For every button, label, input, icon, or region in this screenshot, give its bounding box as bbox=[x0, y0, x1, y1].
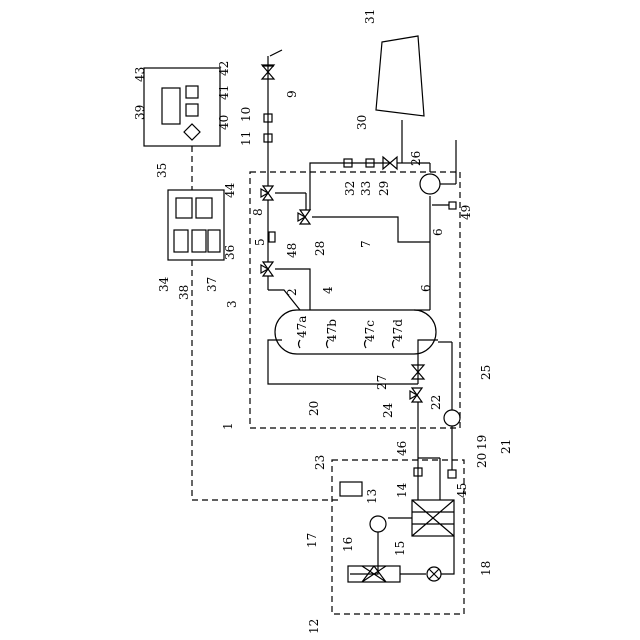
label-21: 21 bbox=[499, 439, 513, 454]
label-10: 10 bbox=[239, 107, 253, 122]
label-27: 27 bbox=[375, 375, 389, 390]
label-12: 12 bbox=[307, 619, 321, 634]
label-30: 30 bbox=[355, 115, 369, 130]
label-41: 41 bbox=[217, 85, 231, 100]
pipe-20 bbox=[268, 340, 418, 384]
label-46: 46 bbox=[395, 441, 409, 456]
label-5: 5 bbox=[253, 238, 267, 246]
label-2: 2 bbox=[285, 288, 299, 296]
label-13: 13 bbox=[365, 489, 379, 504]
label-47b: 47b bbox=[325, 319, 339, 342]
pump-26 bbox=[420, 174, 440, 194]
label-1: 1 bbox=[221, 422, 235, 430]
label-33: 33 bbox=[359, 181, 373, 196]
compressor-13 bbox=[370, 516, 386, 532]
sensor-47a bbox=[299, 340, 301, 348]
label-20b: 20 bbox=[475, 453, 489, 468]
label-6a: 6 bbox=[419, 284, 433, 292]
label-47d: 47d bbox=[391, 319, 405, 342]
label-38: 38 bbox=[177, 285, 191, 300]
label-25: 25 bbox=[479, 365, 493, 380]
label-19: 19 bbox=[475, 435, 489, 450]
label-28: 28 bbox=[313, 241, 327, 256]
label-49: 49 bbox=[459, 205, 473, 220]
label-32: 32 bbox=[343, 181, 357, 196]
device-48 bbox=[269, 232, 275, 242]
control-panel-39 bbox=[144, 68, 220, 146]
label-17: 17 bbox=[305, 533, 319, 548]
label-37: 37 bbox=[205, 277, 219, 292]
label-47c: 47c bbox=[363, 320, 377, 342]
label-9: 9 bbox=[285, 90, 299, 98]
label-47a: 47a bbox=[295, 316, 309, 338]
label-29: 29 bbox=[377, 181, 391, 196]
label-40: 40 bbox=[217, 115, 231, 130]
label-8: 8 bbox=[251, 208, 265, 216]
label-3: 3 bbox=[225, 300, 239, 308]
label-4: 4 bbox=[321, 286, 335, 294]
reference-labels: 1 2 3 4 5 6 6 7 8 9 10 11 12 13 14 15 16… bbox=[133, 9, 513, 634]
label-6b: 6 bbox=[431, 228, 445, 236]
label-36: 36 bbox=[223, 245, 237, 260]
label-39: 39 bbox=[133, 105, 147, 120]
label-14: 14 bbox=[395, 482, 409, 498]
label-43: 43 bbox=[133, 67, 147, 82]
sensor-45 bbox=[448, 470, 456, 478]
pump-19 bbox=[444, 410, 460, 426]
label-22: 22 bbox=[429, 395, 443, 410]
label-18: 18 bbox=[479, 561, 493, 576]
label-48: 48 bbox=[285, 243, 299, 258]
pipe-7 bbox=[312, 217, 430, 242]
tank-31 bbox=[376, 36, 424, 116]
label-16: 16 bbox=[341, 537, 355, 552]
label-31: 31 bbox=[363, 9, 377, 24]
sensor-49 bbox=[449, 202, 456, 209]
label-20a: 20 bbox=[307, 401, 321, 416]
label-45: 45 bbox=[455, 483, 469, 498]
label-34: 34 bbox=[157, 276, 171, 292]
label-24: 24 bbox=[381, 402, 395, 418]
label-15: 15 bbox=[393, 541, 407, 556]
label-23: 23 bbox=[313, 455, 327, 470]
label-35: 35 bbox=[155, 163, 169, 178]
label-26: 26 bbox=[409, 151, 423, 166]
label-44: 44 bbox=[223, 182, 237, 198]
controller-23 bbox=[340, 482, 362, 496]
label-42: 42 bbox=[217, 61, 231, 76]
label-7: 7 bbox=[359, 240, 373, 248]
boundary-unit-1 bbox=[250, 172, 460, 428]
label-11: 11 bbox=[239, 131, 253, 146]
